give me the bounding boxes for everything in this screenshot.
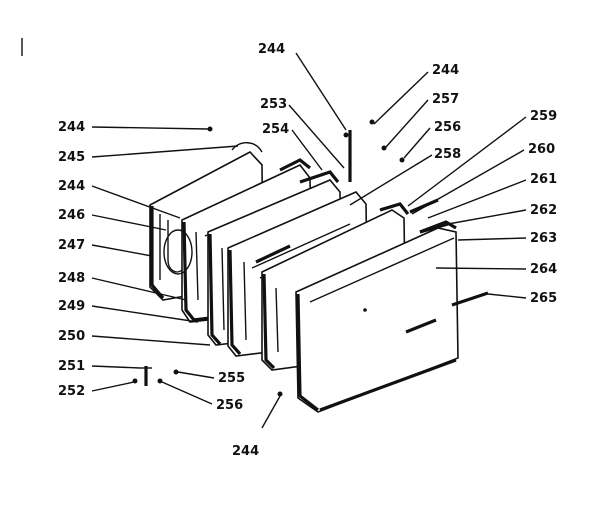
label-265: 265 [530,291,557,306]
label-244-bottom: 244 [232,444,259,459]
label-256-bottom: 256 [216,398,243,413]
label-247: 247 [58,238,85,253]
label-244-top: 244 [258,42,285,57]
label-255: 255 [218,371,245,386]
label-253: 253 [260,97,287,112]
label-259: 259 [530,109,557,124]
leader-lines [91,52,527,429]
screw-244-topright [369,119,375,125]
label-263: 263 [530,231,557,246]
label-244-left: 244 [58,120,85,135]
screw-244-left [207,126,213,132]
label-264: 264 [530,262,557,277]
label-251: 251 [58,359,85,374]
label-252: 252 [58,384,85,399]
label-245: 245 [58,150,85,165]
label-261: 261 [530,172,557,187]
screw-256-top [399,157,405,163]
label-260: 260 [528,142,555,157]
label-258: 258 [434,147,461,162]
label-246: 246 [58,208,85,223]
label-248: 248 [58,271,85,286]
label-249: 249 [58,299,85,314]
label-256-top: 256 [434,120,461,135]
label-254: 254 [262,122,289,137]
door-handle-slot [405,318,437,334]
hinge-bracket-262 [419,222,449,234]
screw-244-bottom [277,391,283,397]
label-257: 257 [432,92,459,107]
label-250: 250 [58,329,85,344]
door-handle [451,291,489,307]
label-244-topright: 244 [432,63,459,78]
screw-256-bottom [157,378,163,384]
label-244-mid: 244 [58,179,85,194]
hinge-hardware-251 [140,366,152,386]
screw-257 [381,145,387,151]
screw-255 [173,369,179,375]
outer-door-panel [295,220,459,413]
screw-244-top [343,132,349,138]
label-262: 262 [530,203,557,218]
